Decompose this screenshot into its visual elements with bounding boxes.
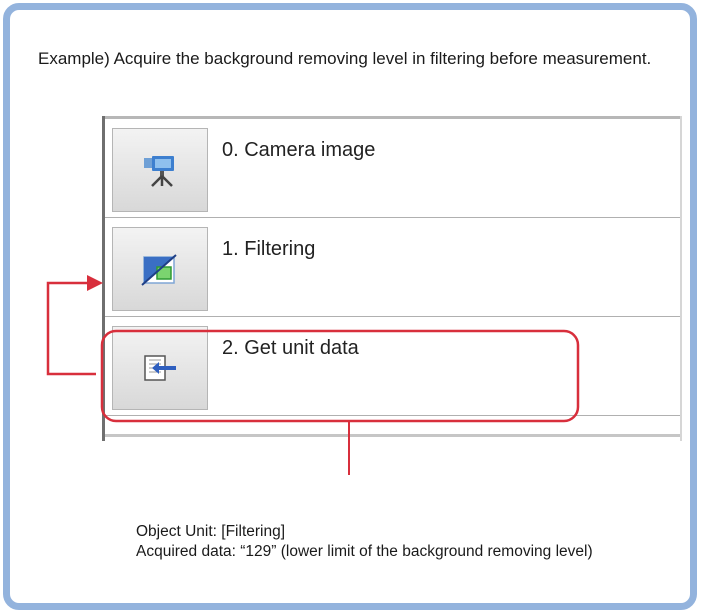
panel-top-border (105, 116, 682, 119)
panel-right-border (680, 116, 682, 441)
camera-image-button[interactable] (112, 128, 208, 212)
unit-row-label: 2. Get unit data (222, 337, 359, 359)
filtering-button[interactable] (112, 227, 208, 311)
unit-row-camera-image[interactable]: 0. Camera image (105, 119, 680, 218)
note-acquired-data: Acquired data: “129” (lower limit of the… (136, 543, 593, 560)
filtering-icon (141, 254, 177, 286)
reference-arrowhead-icon (87, 275, 103, 291)
unit-row-label: 0. Camera image (222, 139, 376, 161)
highlight-get-unit-data (100, 329, 580, 423)
get-unit-data-button[interactable] (112, 326, 208, 410)
unit-row-label: 1. Filtering (222, 238, 316, 260)
processing-unit-panel: 0. Camera image 1. Filtering 2. Get unit… (102, 116, 682, 441)
unit-row-get-unit-data[interactable]: 2. Get unit data (105, 317, 680, 416)
get-unit-data-icon (144, 355, 176, 381)
unit-row-filtering[interactable]: 1. Filtering (105, 218, 680, 317)
example-intro-text: Example) Acquire the background removing… (38, 49, 652, 68)
note-object-unit: Object Unit: [Filtering] (136, 523, 286, 540)
annotation-note: Object Unit: [Filtering] Acquired data: … (136, 522, 656, 562)
camera-icon (144, 156, 174, 187)
panel-bottom-border (105, 434, 680, 437)
reference-bracket-line (46, 281, 96, 376)
